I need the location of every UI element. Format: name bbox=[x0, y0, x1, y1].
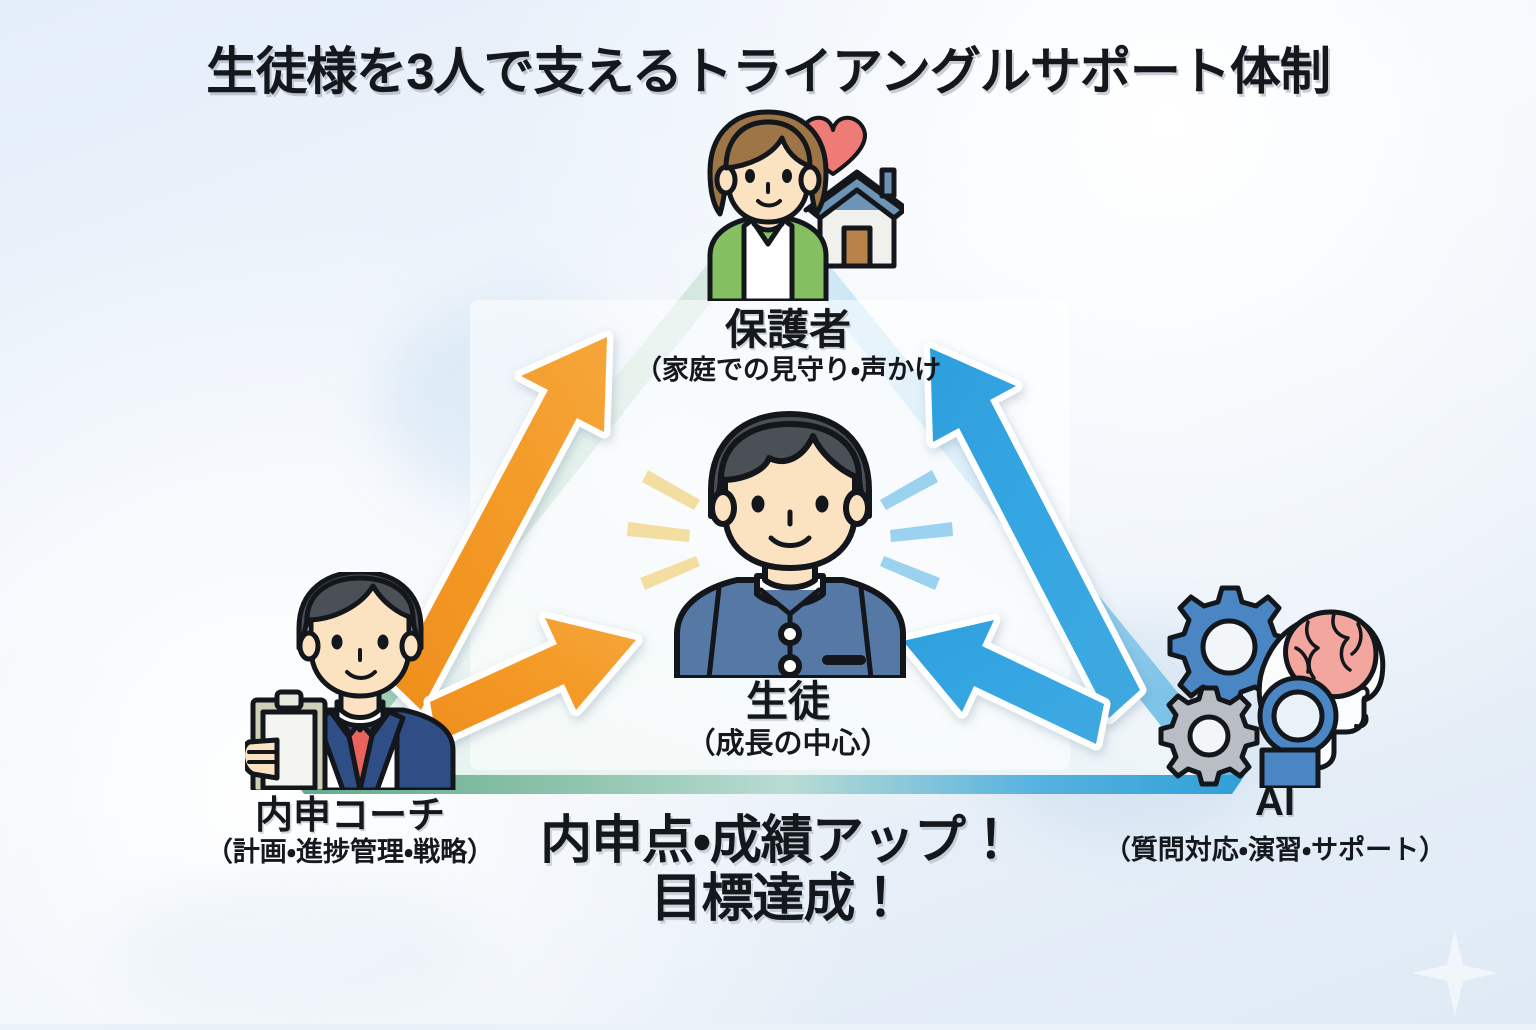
node-sublabel-student: （成長の中心） bbox=[686, 728, 890, 760]
result-banner-line2: 目標達成！ bbox=[650, 870, 906, 929]
result-banner: 内申点・成績アップ！ 目標達成！ bbox=[418, 812, 1138, 928]
arrow-ai-to-parent bbox=[923, 341, 1147, 725]
triangle-base-edge bbox=[291, 775, 1245, 794]
parent-with-house-icon bbox=[692, 106, 911, 304]
arrow-coach-to-student bbox=[423, 611, 643, 749]
student-rays-right bbox=[880, 470, 953, 590]
page-title: 生徒様を3人で支えるトライアングルサポート体制 bbox=[206, 43, 1331, 100]
result-banner-line1: 内申点・成績アップ！ bbox=[540, 812, 1017, 870]
node-label-parent: 保護者 bbox=[724, 306, 851, 353]
coach-businessman-clipboard-icon bbox=[240, 569, 470, 795]
student-boy-icon bbox=[645, 408, 935, 681]
arrow-coach-to-parent bbox=[385, 330, 614, 717]
node-label-coach: 内申コーチ bbox=[254, 795, 445, 837]
ai-brain-gears-head-icon bbox=[1158, 566, 1386, 791]
arrow-ai-to-student bbox=[896, 613, 1111, 751]
node-sublabel-ai: （質問対応・演習・サポート） bbox=[1103, 835, 1447, 865]
node-sublabel-coach: （計画・進捗管理・戦略） bbox=[205, 837, 495, 867]
node-label-student: 生徒 bbox=[745, 678, 830, 725]
node-label-ai: AI bbox=[1255, 780, 1295, 824]
node-sublabel-parent: （家庭での見守り・声かけ bbox=[634, 355, 942, 385]
student-rays-left bbox=[627, 470, 700, 590]
gear-gray-icon bbox=[1158, 685, 1260, 787]
sparkle-star-icon bbox=[1412, 930, 1498, 1016]
